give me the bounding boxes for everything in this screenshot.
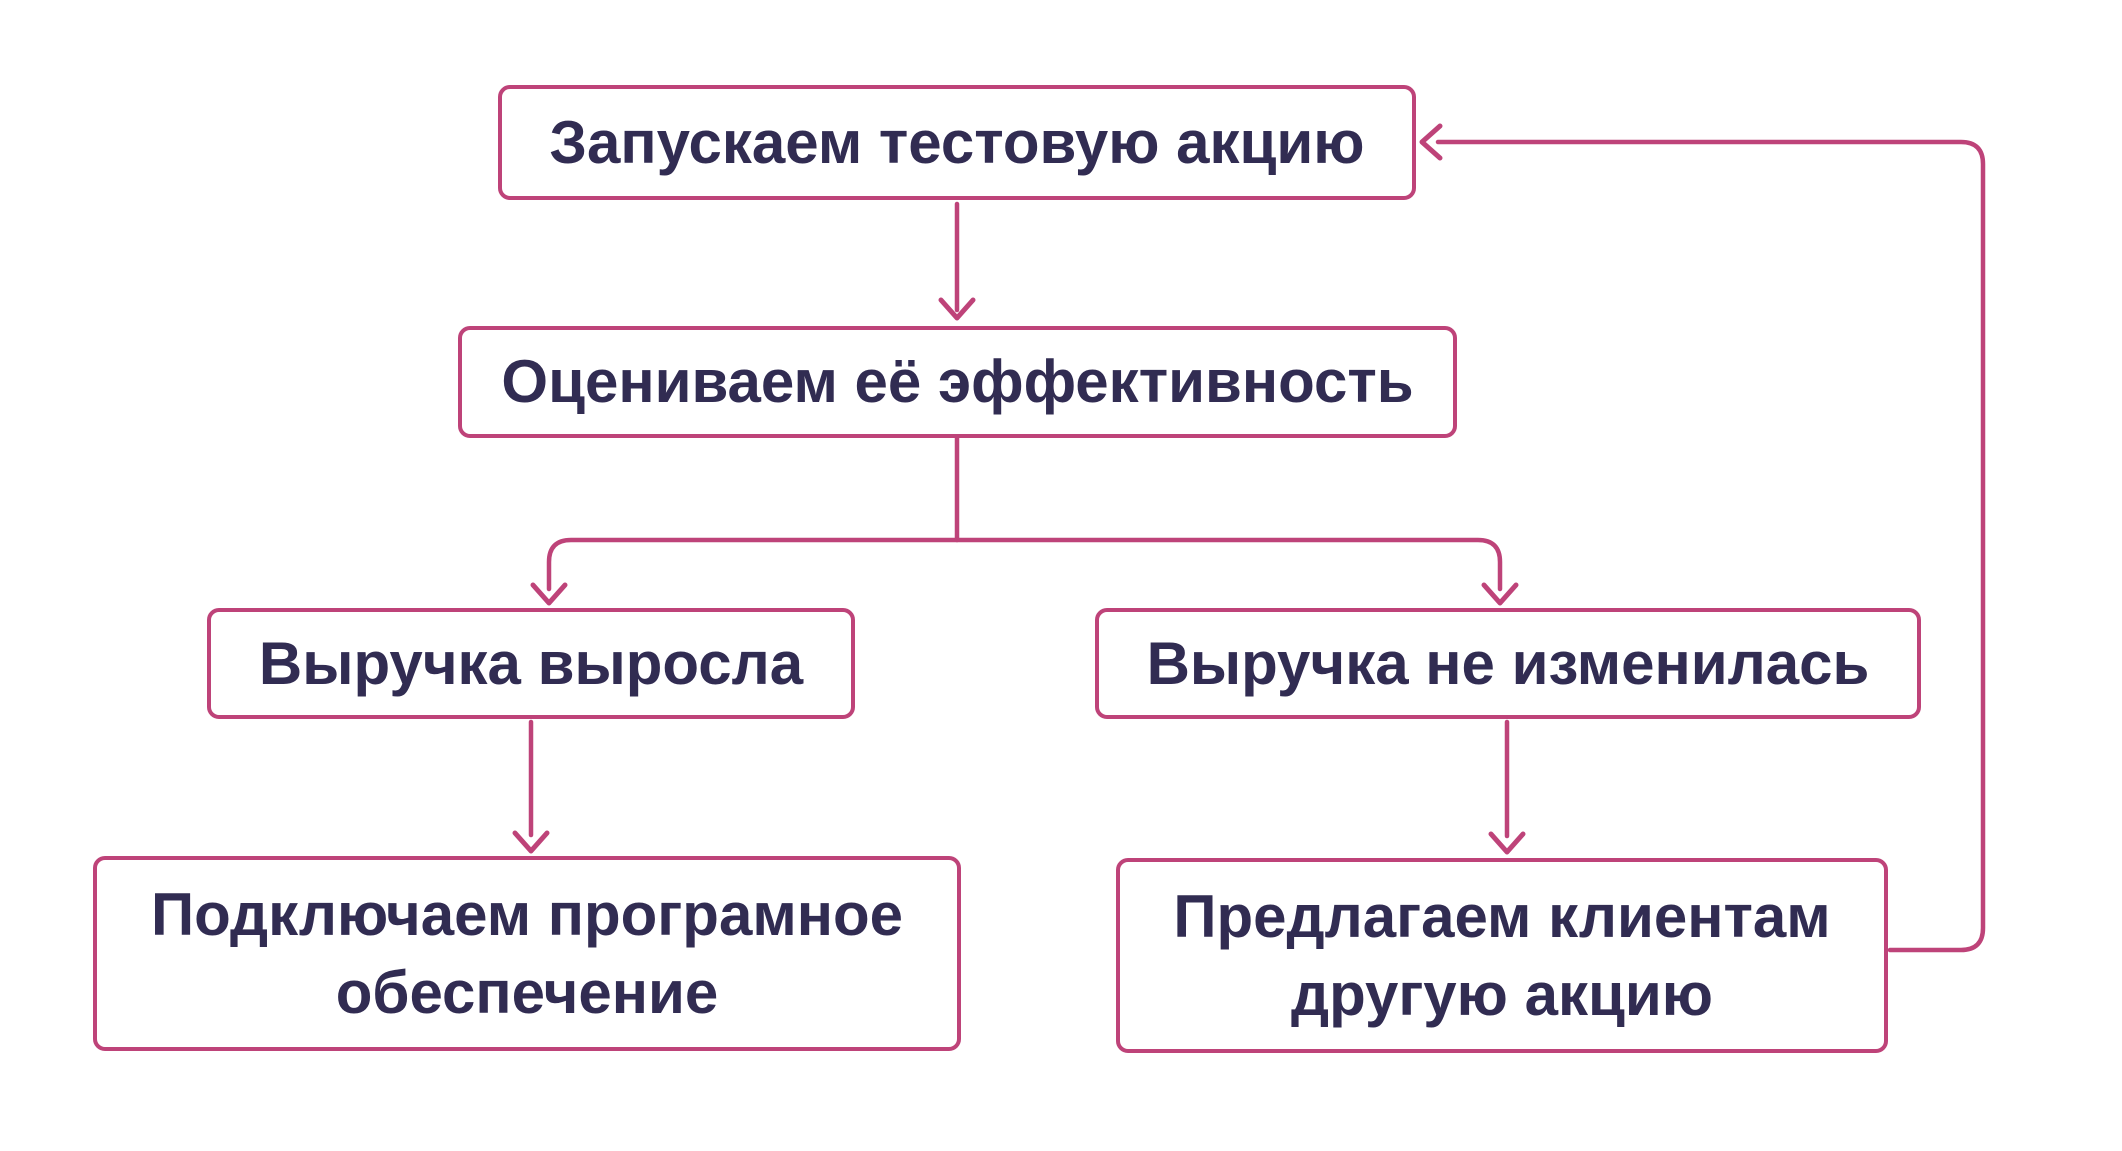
flow-node-revenue-grew: Выручка выросла — [207, 608, 855, 719]
arrowhead-down-revenue-flat — [1481, 582, 1519, 606]
arrowhead-down-offer — [1488, 831, 1526, 855]
flow-node-label: Запускаем тестовую акцию — [549, 108, 1365, 176]
arrowhead-down-evaluate — [938, 297, 976, 321]
edge-offer-to-launch-feedback — [1435, 139, 1986, 953]
flow-node-label: Предлагаем клиентам другую акцию — [1173, 882, 1831, 1028]
flow-node-launch-test-promo: Запускаем тестовую акцию — [498, 85, 1416, 200]
flow-node-revenue-unchanged: Выручка не изменилась — [1095, 608, 1921, 719]
flow-node-label: Выручка выросла — [258, 629, 804, 697]
arrowhead-down-software — [512, 830, 550, 854]
flow-node-evaluate-effectiveness: Оцениваем её эффективность — [458, 326, 1457, 438]
arrowhead-down-revenue-up — [530, 582, 568, 606]
flow-node-connect-software: Подключаем програмное обеспечение — [93, 856, 961, 1051]
flow-node-label: Подключаем програмное обеспечение — [151, 880, 903, 1026]
arrowhead-left-launch — [1419, 123, 1443, 161]
flow-node-label: Выручка не изменилась — [1146, 629, 1870, 697]
flow-node-label: Оцениваем её эффективность — [501, 348, 1414, 415]
flow-node-offer-another-promo: Предлагаем клиентам другую акцию — [1116, 858, 1888, 1053]
edge-branch-rail — [546, 537, 1503, 592]
